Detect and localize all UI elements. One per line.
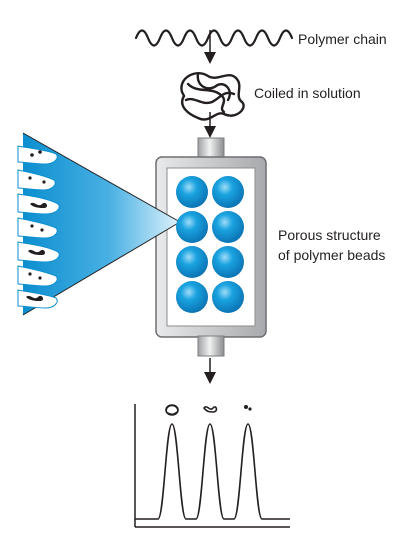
label-porous-structure: Porous structure	[278, 227, 381, 243]
label-polymer-beads: of polymer beads	[278, 247, 386, 263]
large-molecule-icon	[165, 404, 179, 416]
bead	[212, 281, 244, 313]
chromatogram-trace	[135, 423, 290, 520]
bead	[176, 281, 208, 313]
coiled-polymer-icon	[180, 71, 245, 121]
label-coiled-in-solution: Coiled in solution	[254, 85, 361, 101]
bead	[176, 211, 208, 243]
polymer-chain-icon	[134, 29, 294, 47]
polymer-beads	[176, 176, 244, 313]
magnification-beam	[23, 133, 180, 315]
bead	[212, 176, 244, 208]
trapped-molecules	[26, 150, 48, 301]
bead	[212, 211, 244, 243]
bead	[176, 246, 208, 278]
medium-molecule-icon	[202, 406, 218, 413]
small-molecule-icon	[244, 405, 252, 411]
column-outlet-pipe	[197, 335, 225, 357]
label-polymer-chain: Polymer chain	[298, 31, 387, 47]
bead	[176, 176, 208, 208]
bead	[212, 246, 244, 278]
